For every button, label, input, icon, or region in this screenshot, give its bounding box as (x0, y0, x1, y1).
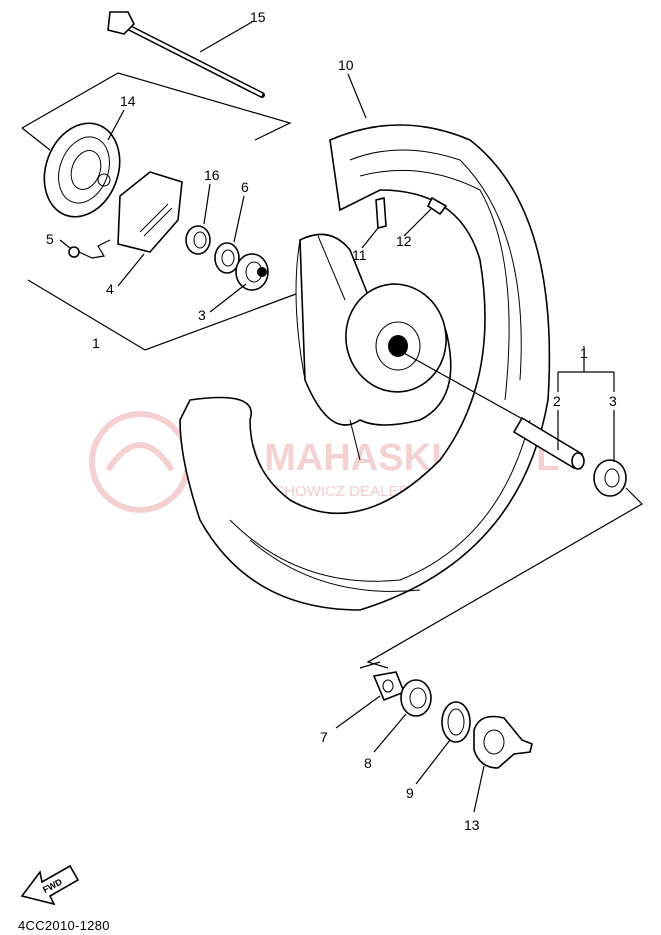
fwd-arrow-icon: FWD (20, 864, 80, 906)
spacer-part (512, 416, 585, 470)
callout-5: 5 (46, 231, 54, 247)
callout-12: 12 (396, 233, 412, 249)
right-group-bracket (557, 362, 615, 392)
housing-part (117, 171, 183, 253)
callout-3-right: 3 (609, 393, 617, 409)
lower-assembly-box (359, 487, 643, 669)
retainer-part (372, 671, 406, 702)
callout-14: 14 (120, 93, 136, 109)
wheel-rim-part (295, 233, 452, 461)
callout-3-left: 3 (198, 307, 206, 323)
callout-labels: 15 14 16 6 10 5 4 3 1 11 12 1 2 3 7 8 9 … (46, 9, 617, 833)
gear-unit-part (473, 715, 533, 769)
bearing-part-left (235, 253, 269, 291)
callout-8: 8 (364, 755, 372, 771)
tyre-part (179, 124, 551, 611)
gear-part (400, 679, 432, 717)
callout-16: 16 (204, 167, 220, 183)
axle-part (107, 11, 265, 98)
callout-2: 2 (553, 393, 561, 409)
callout-4: 4 (106, 281, 114, 297)
callout-10: 10 (338, 57, 354, 73)
callout-1-left: 1 (92, 335, 100, 351)
valve-part (375, 196, 387, 230)
balance-weight-part (426, 196, 448, 216)
bearing-part-right (593, 459, 627, 497)
callout-9: 9 (406, 785, 414, 801)
callout-13: 13 (464, 817, 480, 833)
oil-seal-part-right (441, 701, 471, 743)
diagram-code: 4CC2010-1280 (18, 918, 110, 933)
callout-15: 15 (250, 9, 266, 25)
axle-centerline (401, 351, 529, 423)
callout-6: 6 (241, 179, 249, 195)
left-assembly-box (21, 72, 297, 351)
callout-1-right: 1 (580, 345, 588, 361)
callout-11: 11 (352, 247, 367, 263)
cover-part (43, 122, 121, 218)
screw-part (68, 239, 111, 259)
oil-seal-part (214, 242, 240, 274)
collar-part (185, 225, 211, 255)
leader-lines (59, 21, 615, 813)
callout-7: 7 (320, 729, 328, 745)
